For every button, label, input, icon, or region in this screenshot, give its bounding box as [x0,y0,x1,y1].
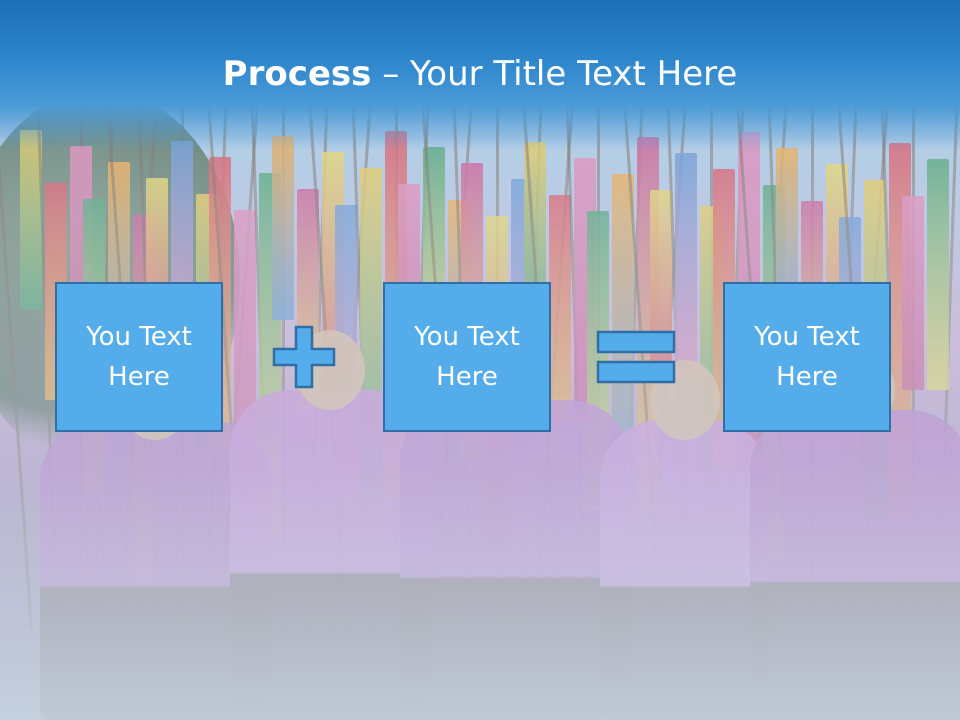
process-box-3[interactable]: You Text Here [723,282,891,432]
plus-icon [272,325,336,389]
title-bar [0,0,960,150]
process-box-1[interactable]: You Text Here [55,282,223,432]
equals-icon [596,330,676,384]
process-box-2[interactable]: You Text Here [383,282,551,432]
title-bold: Process [222,54,372,94]
title-rest: Your Title Text Here [410,54,738,94]
slide-title: Process – Your Title Text Here [0,52,960,96]
title-dash: – [382,54,400,94]
